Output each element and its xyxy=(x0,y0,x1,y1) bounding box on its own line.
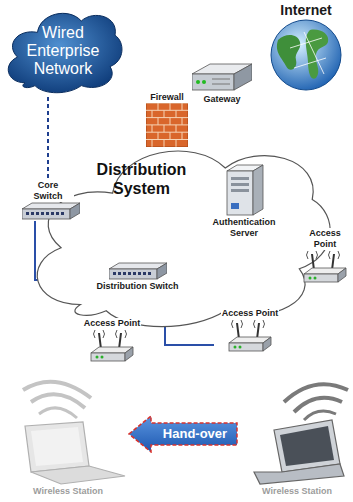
node-label: Authentication Server xyxy=(205,217,283,239)
node-label: Firewall xyxy=(149,92,185,103)
gateway-device: Gateway xyxy=(190,62,254,105)
server-icon xyxy=(221,163,267,217)
globe-icon xyxy=(264,18,348,92)
node-label: Access Point xyxy=(221,308,280,319)
node-label: Access Point xyxy=(83,318,142,329)
firewall: Firewall xyxy=(143,92,191,147)
network-link xyxy=(47,97,49,180)
node-label: Access Point xyxy=(300,228,350,250)
access-point: Access Point xyxy=(214,308,286,353)
switch-icon xyxy=(109,262,167,281)
internet-globe: Internet xyxy=(262,2,350,92)
system-cloud: Distribution SystemCore SwitchAuthentica… xyxy=(16,126,338,336)
access-point-icon xyxy=(89,329,135,363)
wireless-station: Wireless Station xyxy=(244,368,350,497)
node-label: Distribution Switch xyxy=(96,281,180,292)
firewall-icon xyxy=(146,103,188,147)
switch-device: Distribution Switch xyxy=(95,262,180,292)
access-point: Access Point xyxy=(80,318,144,363)
node-label: Wireless Station xyxy=(32,486,104,497)
node-label: Wireless Station xyxy=(261,486,333,497)
network-cloud: Wired Enterprise Network xyxy=(0,2,125,97)
server-device: Authentication Server xyxy=(205,163,283,239)
node-label: Wired Enterprise Network xyxy=(14,24,112,78)
node-label: Internet xyxy=(279,2,332,18)
node-label: Hand-over xyxy=(152,426,238,442)
node-label: Distribution System xyxy=(83,160,200,198)
switch-icon xyxy=(22,202,80,221)
access-point-icon xyxy=(302,250,348,284)
node-label: Gateway xyxy=(202,94,241,105)
access-point-icon xyxy=(227,319,273,353)
handover-arrow: Hand-over xyxy=(128,415,238,453)
cloud-shape xyxy=(16,126,338,336)
switch-device: Core Switch xyxy=(22,180,74,221)
gateway-icon xyxy=(192,62,252,94)
laptop-icon xyxy=(5,368,131,486)
wireless-station: Wireless Station xyxy=(4,368,132,497)
access-point: Access Point xyxy=(300,228,350,284)
laptop-icon xyxy=(244,368,350,486)
node-label: Core Switch xyxy=(22,180,74,202)
